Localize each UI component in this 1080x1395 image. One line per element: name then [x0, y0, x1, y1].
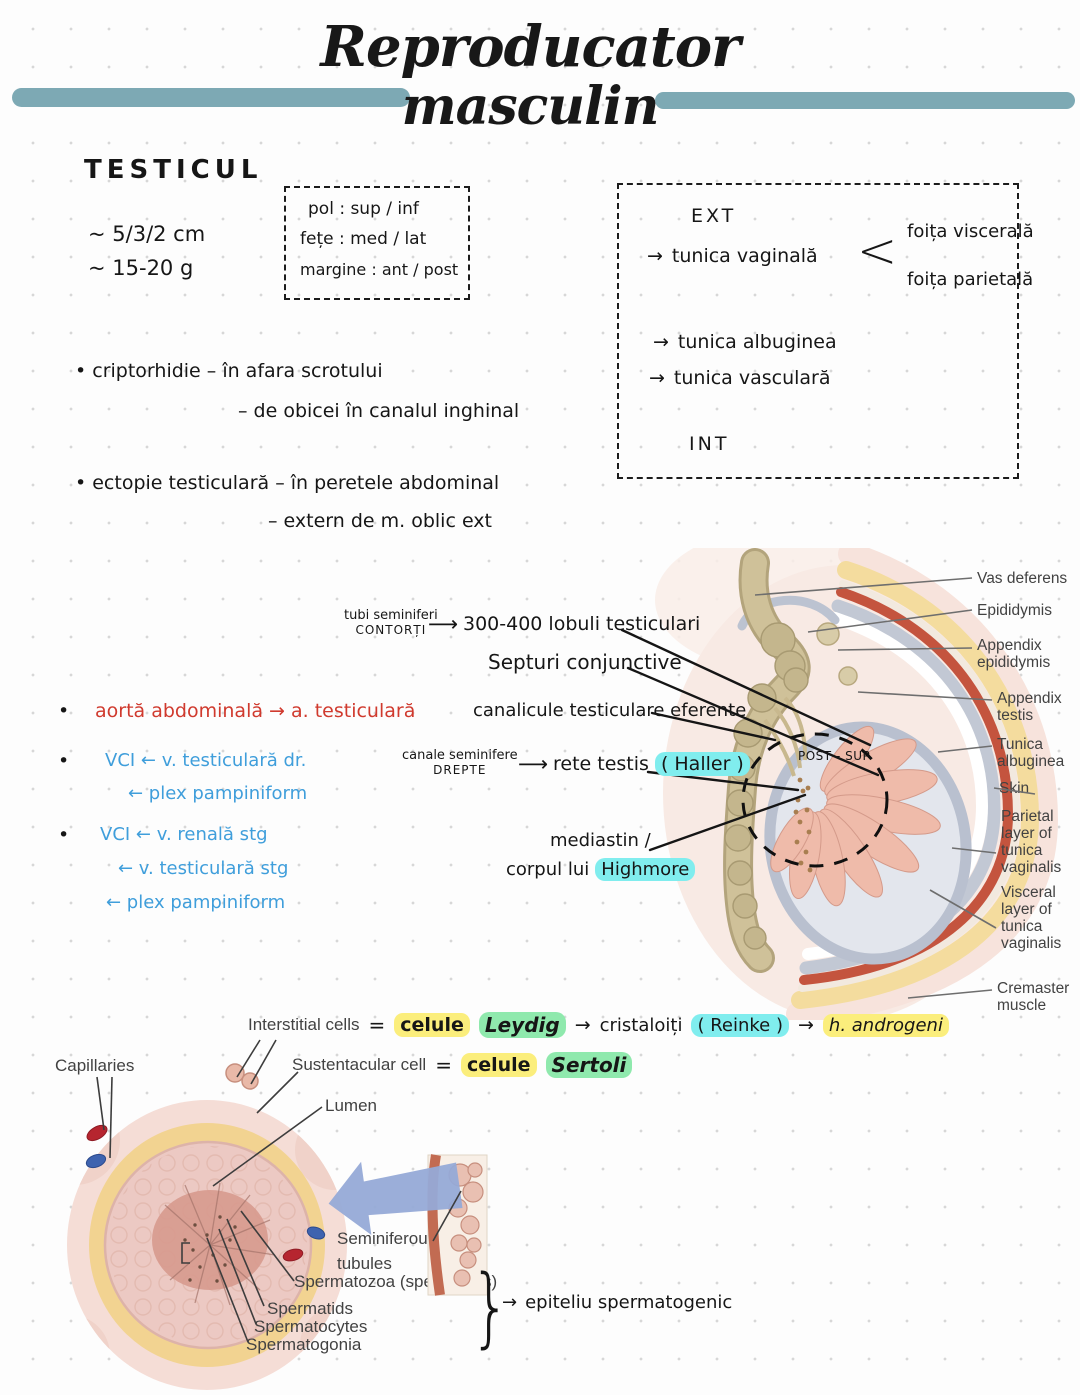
bracket-icon: <	[857, 223, 898, 279]
tunica-vasculara: tunica vasculară	[673, 367, 831, 389]
leydig-highlight: Leydig	[478, 1012, 566, 1038]
testicle-size: ~ 5/3/2 cm	[88, 222, 206, 246]
mediastin-label: mediastin /	[550, 830, 651, 851]
section-heading: TESTICUL	[84, 155, 263, 185]
label-capillaries: Capillaries	[55, 1056, 135, 1075]
criptorhidie-line2: – de obicei în canalul inghinal	[238, 400, 520, 422]
post-sup-note: POST - SUP	[798, 749, 870, 763]
label-appendix-epididymis: Appendix epididymis	[977, 637, 1051, 671]
label-spermatogonia: Spermatogonia	[246, 1335, 362, 1354]
corpul-lui-label: corpul lui	[506, 859, 590, 880]
page-subtitle: masculin	[401, 76, 660, 137]
tunica-albuginea: tunica albuginea	[677, 331, 837, 353]
cristaloiti-label: cristaloiți	[599, 1014, 683, 1036]
label-spermatozoa: Spermatozoa (sperm cells)	[294, 1272, 498, 1291]
tunics-ext-label: EXT	[691, 205, 737, 227]
lobuli-label: 300-400 lobuli testiculari	[463, 613, 701, 635]
venous-left-1: VCI ← v. renală stg	[100, 824, 268, 845]
title-bar-left	[12, 88, 410, 107]
rete-testis-label: rete testis	[553, 753, 649, 775]
equals-sign: =	[368, 1013, 386, 1037]
arterial-supply: aortă abdominală → a. testiculară	[95, 700, 416, 722]
dimensions-box: pol : sup / inf fețe : med / lat margine…	[284, 186, 470, 300]
label-lumen: Lumen	[325, 1096, 377, 1115]
foita-parietala: foița parietală	[907, 269, 1034, 290]
page-title: Reproducator	[320, 14, 740, 80]
bullet-icon: •	[58, 700, 70, 722]
arrow-icon: →	[574, 1014, 591, 1036]
ectopie-line1: • ectopie testiculară – în peretele abdo…	[75, 472, 500, 494]
label-parietal-layer: Parietal layer of tunica vaginalis	[1001, 808, 1062, 876]
canalicule-label: canalicule testiculare eferente	[473, 700, 747, 721]
tunica-vaginala: tunica vaginală	[671, 245, 818, 267]
celule-highlight: celule	[394, 1013, 470, 1037]
tunics-int-label: INT	[689, 433, 730, 455]
epiteliu-note: epiteliu spermatogenic	[525, 1292, 733, 1313]
dims-margine: margine : ant / post	[300, 260, 459, 279]
label-tunica-albuginea: Tunica albuginea	[997, 736, 1065, 770]
celule-highlight: celule	[460, 1053, 537, 1077]
equals-sign: =	[435, 1053, 452, 1077]
arrow-icon: →	[649, 367, 665, 389]
canale-drepte-label: canale seminifere DREPTE	[402, 748, 518, 777]
dims-fete: fețe : med / lat	[300, 229, 427, 249]
arrow-icon: →	[502, 1292, 518, 1313]
tubi-contorti-label: tubi seminiferi CONTORȚI	[344, 608, 438, 637]
label-vas-deferens: Vas deferens	[977, 570, 1068, 587]
arrow-icon: →	[653, 331, 669, 353]
reinke-highlight: ( Reinke )	[691, 1013, 789, 1037]
label-visceral-layer: Visceral layer of tunica vaginalis	[1001, 884, 1062, 952]
tunics-box: EXT → tunica vaginală < foița viscerală …	[617, 183, 1034, 479]
foita-viscerala: foița viscerală	[907, 221, 1034, 242]
venous-left-3: ← plex pampiniform	[106, 892, 286, 913]
arrow-icon: →	[797, 1014, 814, 1036]
arrow-icon: ⟶	[428, 612, 459, 636]
label-spermatids: Spermatids	[267, 1299, 353, 1318]
haller-highlight: ( Haller )	[654, 752, 750, 776]
sertoli-highlight: Sertoli	[545, 1052, 633, 1078]
label-sustentacular-cell: Sustentacular cell	[292, 1055, 427, 1074]
label-seminiferous-tubules: Seminiferous tubules	[337, 1229, 437, 1273]
venous-right-2: ← plex pampiniform	[128, 783, 308, 804]
title-bar-right	[655, 92, 1075, 109]
criptorhidie-line1: • criptorhidie – în afara scrotului	[75, 360, 383, 382]
bullet-icon: •	[58, 750, 70, 772]
androgeni-highlight: h. androgeni	[822, 1013, 949, 1037]
highmore-highlight: Highmore	[595, 858, 696, 881]
label-cremaster: Cremaster muscle	[997, 980, 1070, 1014]
label-spermatocytes: Spermatocytes	[254, 1317, 368, 1336]
label-appendix-testis: Appendix testis	[997, 690, 1062, 724]
label-interstitial-cells: Interstitial cells	[248, 1015, 360, 1034]
dims-pol: pol : sup / inf	[308, 199, 419, 219]
arrow-icon: →	[647, 245, 663, 267]
label-epididymis: Epididymis	[977, 602, 1052, 619]
septuri-label: Septuri conjunctive	[488, 650, 682, 674]
bullet-icon: •	[58, 824, 70, 846]
venous-right-1: VCI ← v. testiculară dr.	[105, 750, 307, 771]
arrow-icon: ⟶	[518, 752, 549, 776]
ectopie-line2: – extern de m. oblic ext	[268, 510, 492, 532]
label-skin: Skin	[999, 780, 1030, 797]
venous-left-2: ← v. testiculară stg	[118, 858, 289, 879]
testicle-weight: ~ 15-20 g	[88, 256, 194, 280]
